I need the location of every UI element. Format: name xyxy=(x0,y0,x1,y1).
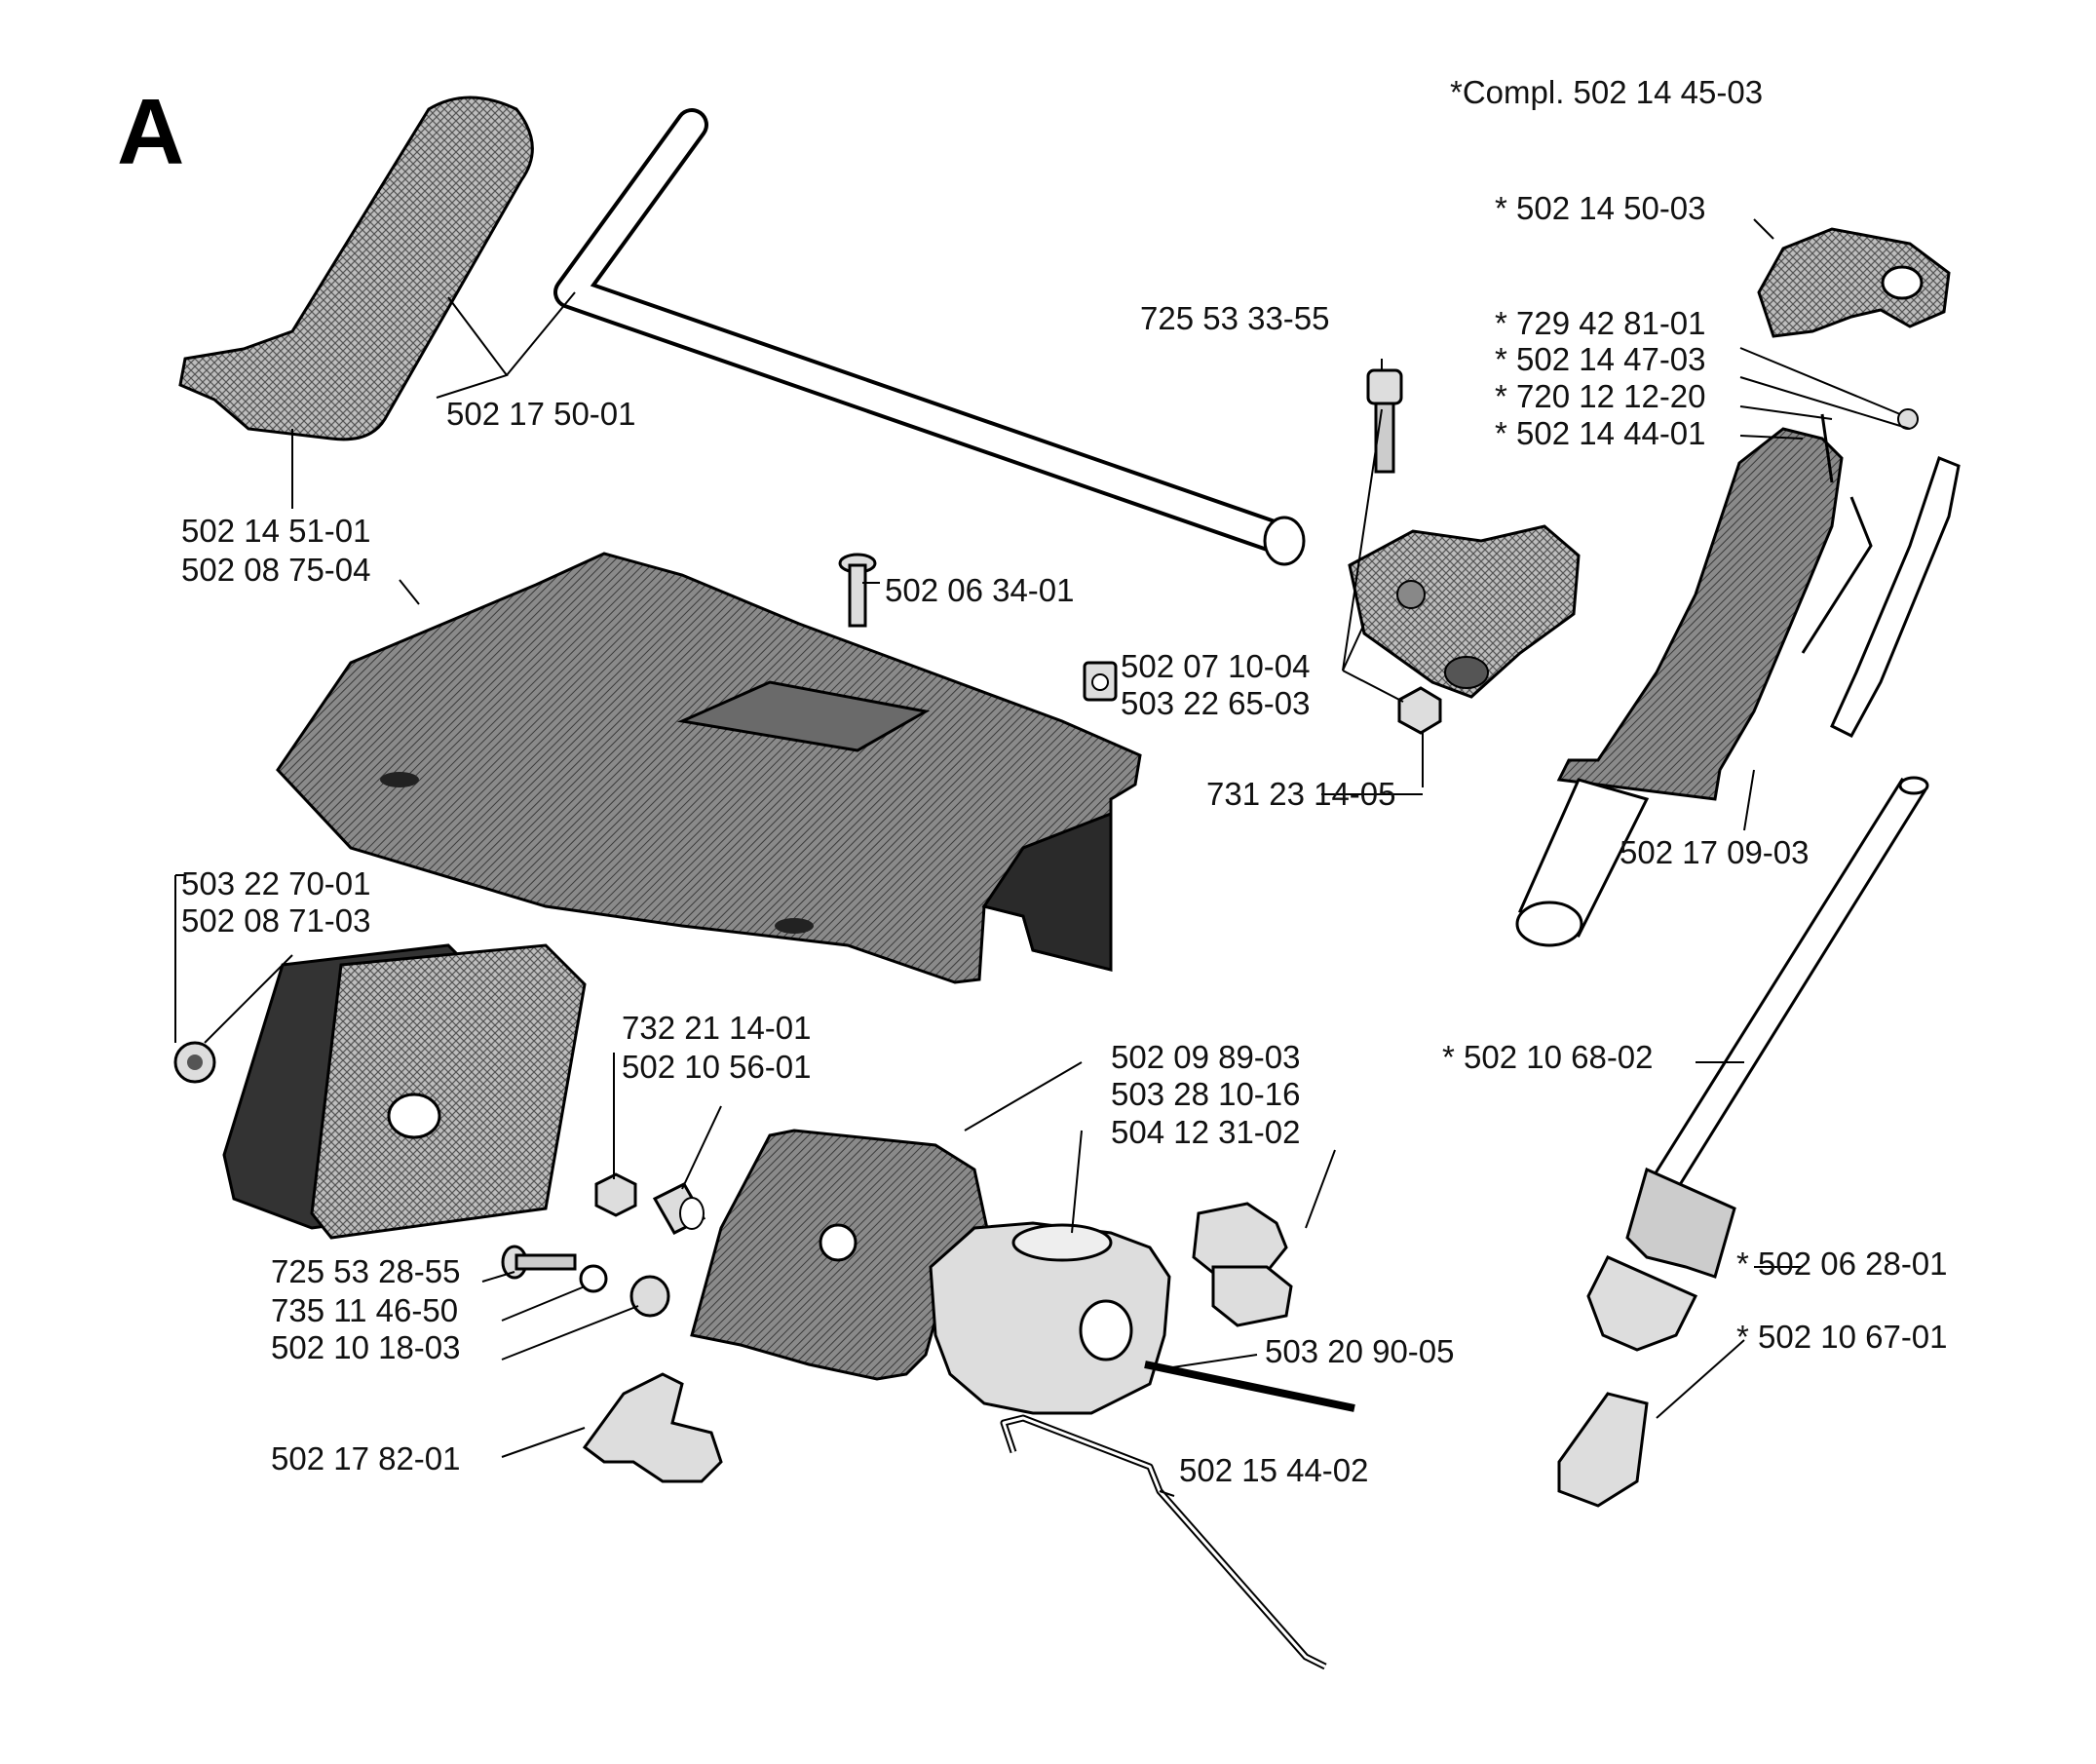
cover-screw-part xyxy=(838,553,877,628)
complete-assembly-note: *Compl. 502 14 45-03 xyxy=(1450,74,1764,110)
label-throttle-handle: 502 17 09-03 xyxy=(1620,834,1810,870)
label-clip: 502 07 10-04 xyxy=(1121,648,1311,684)
label-clip-bushing: 503 22 65-03 xyxy=(1121,685,1311,721)
spring-part xyxy=(1625,1167,1736,1279)
label-bar-and-grip: 502 17 50-01 xyxy=(446,396,636,432)
top-screw-part xyxy=(1366,368,1403,474)
choke-lever-part xyxy=(582,1372,723,1483)
label-cover: 502 08 75-04 xyxy=(181,552,371,588)
label-comp-3: * 502 14 47-03 xyxy=(1495,341,1706,377)
handle-grip-part xyxy=(178,96,534,441)
engine-cover-part xyxy=(276,552,1142,984)
label-throttle-rod: 502 15 44-02 xyxy=(1179,1452,1369,1488)
section-letter: A xyxy=(117,80,185,184)
nozzle-part xyxy=(1557,1392,1649,1508)
label-carb-1: 503 28 10-16 xyxy=(1111,1076,1301,1112)
filter-nut-part xyxy=(173,1041,216,1084)
throttle-cap-part xyxy=(1757,227,1951,338)
label-filter-nut: 503 22 70-01 xyxy=(181,865,371,901)
washer-part xyxy=(579,1264,608,1293)
label-stud: 503 20 90-05 xyxy=(1265,1333,1455,1369)
stud-part xyxy=(1144,1361,1355,1412)
label-choke-lever: 502 17 82-01 xyxy=(271,1440,461,1476)
label-handle-grip: 502 14 51-01 xyxy=(181,513,371,549)
throttle-handle-part xyxy=(1556,427,1844,801)
label-extension-tube: * 502 10 68-02 xyxy=(1442,1039,1654,1075)
bushing-part xyxy=(629,1275,670,1318)
label-spring: * 502 06 28-01 xyxy=(1736,1246,1948,1282)
label-comp-2: * 729 42 81-01 xyxy=(1495,305,1706,341)
label-intake-manifold: 502 09 89-03 xyxy=(1111,1039,1301,1075)
label-comp-1: * 502 14 50-03 xyxy=(1495,190,1706,226)
label-hex-nut: 732 21 14-01 xyxy=(622,1010,812,1046)
label-nut: 731 23 14-05 xyxy=(1206,776,1396,812)
label-top-screw: 725 53 33-55 xyxy=(1140,300,1330,336)
nut-part xyxy=(1397,686,1442,735)
label-bottom-screw: 725 53 28-55 xyxy=(271,1253,461,1289)
label-nozzle: * 502 10 67-01 xyxy=(1736,1319,1948,1355)
label-washer: 735 11 46-50 xyxy=(271,1292,459,1328)
label-air-filter: 502 08 71-03 xyxy=(181,902,371,939)
bottom-screw-part xyxy=(501,1245,577,1280)
label-bushing: 502 10 18-03 xyxy=(271,1329,461,1365)
label-cover-screw: 502 06 34-01 xyxy=(885,572,1075,608)
handle-bracket-part xyxy=(1348,524,1581,699)
leader-lines xyxy=(174,218,1911,1497)
hex-nut-part xyxy=(594,1172,637,1217)
label-comp-4: * 720 12 12-20 xyxy=(1495,378,1706,414)
throttle-trigger-part xyxy=(1830,456,1961,738)
label-comp-5: * 502 14 44-01 xyxy=(1495,415,1706,451)
label-carb-2: 504 12 31-02 xyxy=(1111,1114,1301,1150)
label-spacer: 502 10 56-01 xyxy=(622,1049,812,1085)
